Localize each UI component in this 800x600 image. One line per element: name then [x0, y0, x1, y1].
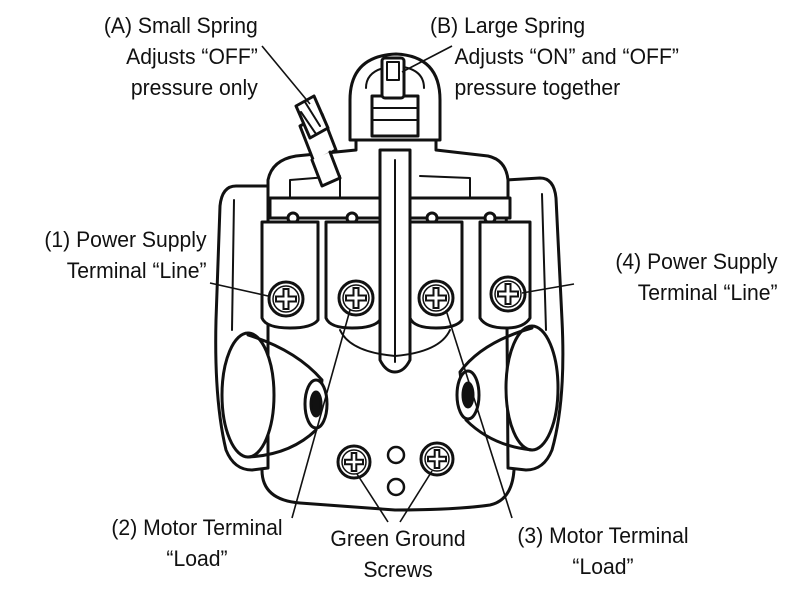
large-spring-desc-1: Adjusts “ON” and “OFF” [454, 44, 679, 69]
ground-screw-right-icon [419, 441, 455, 477]
leader-ground-left [356, 473, 389, 523]
ground-hole-lower [386, 477, 406, 497]
leader-terminal-4 [521, 283, 575, 294]
terminal-2-title: (2) Motor Terminal [111, 515, 283, 540]
large-spring-assembly [348, 52, 442, 142]
leader-terminal-1 [209, 282, 269, 297]
leader-terminal-3 [445, 309, 513, 519]
terminal-3-desc: “Load” [572, 554, 634, 579]
ground-screw-left-icon [336, 444, 372, 480]
large-spring-title: (B) Large Spring [430, 13, 586, 38]
terminal-3-screw-icon [417, 279, 455, 317]
label-terminal-3: (3) Motor Terminal “Load” [506, 520, 700, 582]
left-mounting-boss [220, 331, 329, 459]
terminal-1-screw-icon [267, 280, 305, 318]
right-mounting-boss [455, 324, 560, 452]
leader-small-spring [261, 45, 311, 105]
ground-screws-desc: Screws [363, 557, 433, 582]
terminal-2-desc: “Load” [166, 546, 228, 571]
terminal-4-desc: Terminal “Line” [638, 280, 778, 305]
small-spring-assembly [294, 94, 342, 188]
label-terminal-2: (2) Motor Terminal “Load” [100, 512, 294, 574]
small-spring-desc-1: Adjusts “OFF” [126, 44, 259, 69]
leader-large-spring [401, 45, 453, 73]
terminal-2-screw-icon [337, 279, 375, 317]
ground-screws-title: Green Ground [330, 526, 466, 551]
small-spring-desc-2: pressure only [131, 75, 258, 100]
leader-ground-right [399, 470, 433, 523]
terminal-1-title: (1) Power Supply [44, 227, 207, 252]
terminal-4-screw-icon [489, 275, 527, 313]
terminal-3-title: (3) Motor Terminal [517, 523, 689, 548]
label-small-spring: (A) Small Spring Adjusts “OFF” pressure … [104, 10, 258, 103]
label-large-spring: (B) Large Spring Adjusts “ON” and “OFF” … [430, 10, 679, 103]
label-terminal-4: (4) Power Supply Terminal “Line” [616, 246, 778, 308]
terminal-1-desc: Terminal “Line” [67, 258, 207, 283]
label-ground-screws: Green Ground Screws [306, 523, 490, 585]
label-terminal-1: (1) Power Supply Terminal “Line” [45, 224, 207, 286]
small-spring-title: (A) Small Spring [104, 13, 258, 38]
ground-hole-upper [386, 445, 406, 465]
leader-terminal-2 [291, 309, 351, 519]
terminal-4-title: (4) Power Supply [615, 249, 778, 274]
large-spring-desc-2: pressure together [454, 75, 621, 100]
